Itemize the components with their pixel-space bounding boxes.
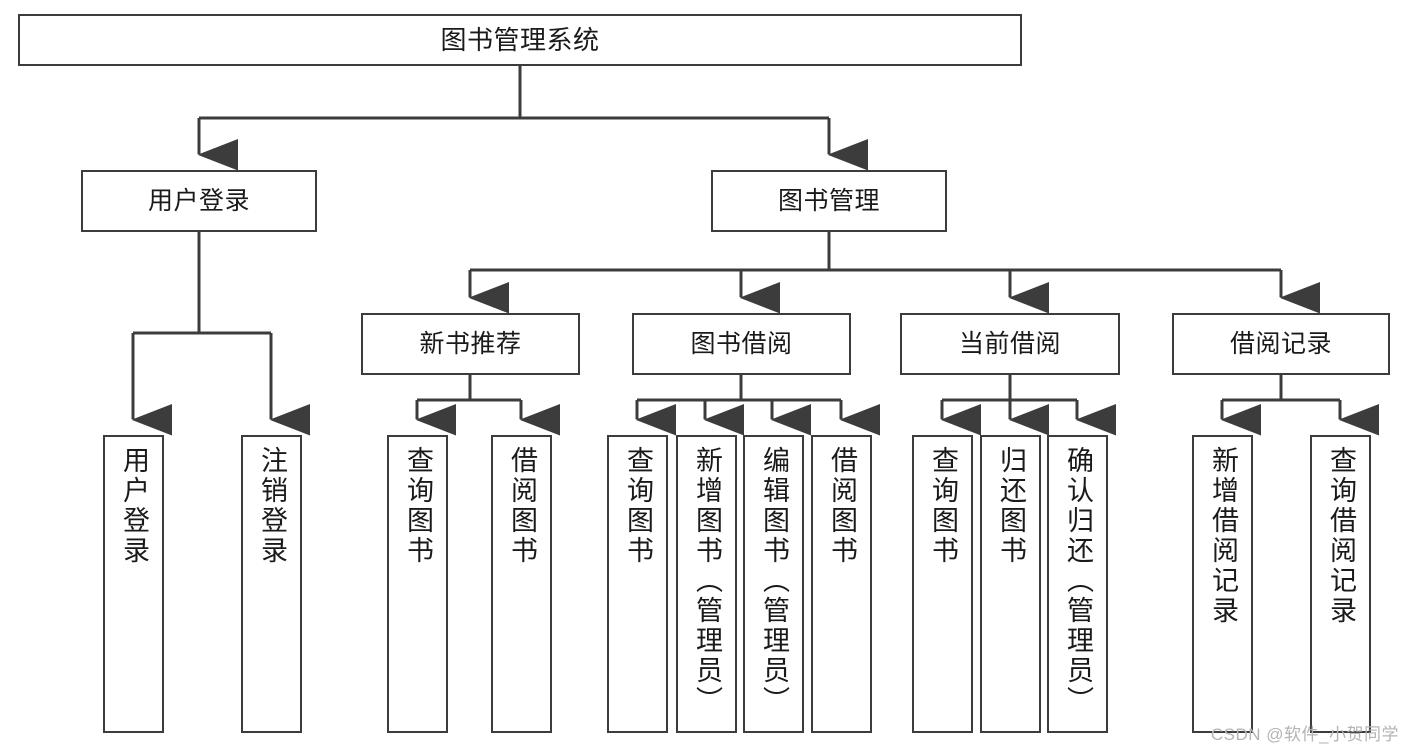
leaf-borrow-books[interactable]: 借阅图书 bbox=[811, 435, 872, 733]
node-current-borrowing[interactable]: 当前借阅 bbox=[900, 313, 1120, 375]
node-label: 归还图书 bbox=[996, 446, 1026, 566]
node-label: 注销登录 bbox=[257, 446, 287, 566]
node-label: 新增图书（管理员） bbox=[692, 446, 722, 716]
leaf-query-books-recommendation[interactable]: 查询图书 bbox=[387, 435, 448, 733]
node-label: 图书借阅 bbox=[690, 329, 793, 358]
node-label: 借阅图书 bbox=[827, 446, 857, 566]
leaf-confirm-return-admin[interactable]: 确认归还（管理员） bbox=[1047, 435, 1108, 733]
node-label: 编辑图书（管理员） bbox=[759, 446, 789, 716]
node-label: 当前借阅 bbox=[958, 329, 1061, 358]
leaf-edit-book-admin[interactable]: 编辑图书（管理员） bbox=[743, 435, 804, 733]
node-book-borrowing[interactable]: 图书借阅 bbox=[632, 313, 851, 375]
leaf-return-books[interactable]: 归还图书 bbox=[980, 435, 1041, 733]
node-label: 新增借阅记录 bbox=[1208, 446, 1238, 626]
node-label: 查询图书 bbox=[928, 446, 958, 566]
leaf-query-books-borrowing[interactable]: 查询图书 bbox=[607, 435, 668, 733]
node-label: 借阅图书 bbox=[507, 446, 537, 566]
node-label: 借阅记录 bbox=[1229, 329, 1332, 358]
node-label: 查询借阅记录 bbox=[1326, 446, 1356, 626]
leaf-query-borrow-record[interactable]: 查询借阅记录 bbox=[1310, 435, 1371, 733]
leaf-add-book-admin[interactable]: 新增图书（管理员） bbox=[676, 435, 737, 733]
node-label: 确认归还（管理员） bbox=[1063, 446, 1093, 716]
node-label: 查询图书 bbox=[403, 446, 433, 566]
node-label: 用户登录 bbox=[147, 186, 250, 215]
leaf-borrow-books-recommendation[interactable]: 借阅图书 bbox=[491, 435, 552, 733]
node-label: 用户登录 bbox=[119, 446, 149, 566]
leaf-query-books-current[interactable]: 查询图书 bbox=[912, 435, 973, 733]
node-user-login[interactable]: 用户登录 bbox=[81, 170, 317, 232]
node-label: 图书管理 bbox=[777, 186, 880, 215]
leaf-add-borrow-record[interactable]: 新增借阅记录 bbox=[1192, 435, 1253, 733]
node-root-book-management-system[interactable]: 图书管理系统 bbox=[18, 14, 1022, 66]
csdn-watermark: CSDN @软件_小贺同学 bbox=[1210, 725, 1399, 744]
node-book-management[interactable]: 图书管理 bbox=[711, 170, 947, 232]
node-borrowing-records[interactable]: 借阅记录 bbox=[1172, 313, 1390, 375]
node-label: 新书推荐 bbox=[419, 329, 522, 358]
node-new-book-recommendation[interactable]: 新书推荐 bbox=[361, 313, 580, 375]
leaf-logout[interactable]: 注销登录 bbox=[241, 435, 302, 733]
leaf-user-login[interactable]: 用户登录 bbox=[103, 435, 164, 733]
node-label: 图书管理系统 bbox=[440, 24, 600, 55]
node-label: 查询图书 bbox=[623, 446, 653, 566]
